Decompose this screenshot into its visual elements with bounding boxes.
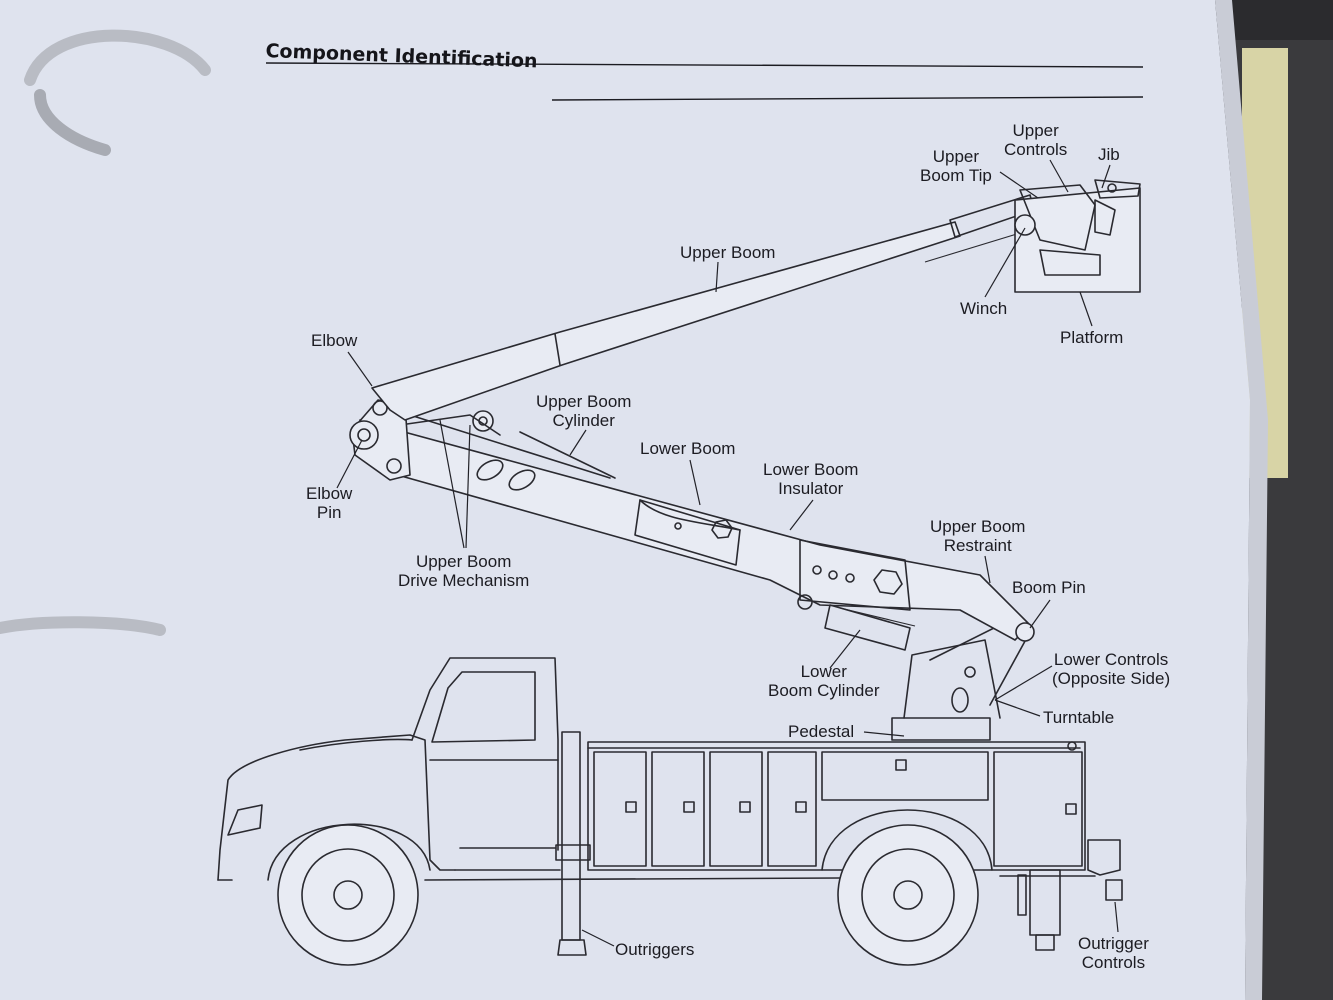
label-platform: Platform bbox=[1060, 328, 1124, 347]
binder-ring-top-lower bbox=[34, 89, 111, 156]
platform-assembly bbox=[1014, 179, 1141, 293]
heading-rule-top bbox=[265, 62, 1144, 68]
heading-rule-bottom bbox=[551, 96, 1144, 101]
leader-lines bbox=[336, 159, 1119, 947]
upper-boom bbox=[371, 194, 1035, 421]
label-jib: Jib bbox=[1098, 145, 1120, 164]
label-winch: Winch bbox=[960, 299, 1008, 318]
label-elbow: Elbow bbox=[311, 331, 358, 350]
label-turntable: Turntable bbox=[1043, 708, 1115, 727]
label-boom-pin: Boom Pin bbox=[1012, 578, 1086, 597]
label-lower-controls: Lower Controls(Opposite Side) bbox=[1052, 650, 1171, 688]
label-pedestal: Pedestal bbox=[788, 722, 855, 741]
label-upper-boom: Upper Boom bbox=[680, 243, 776, 262]
binder-ring-bottom bbox=[0, 616, 166, 636]
binder-ring-top bbox=[24, 29, 211, 86]
elbow-assembly bbox=[349, 399, 411, 481]
label-lower-boom: Lower Boom bbox=[640, 439, 736, 458]
page-edge-stack bbox=[1215, 0, 1268, 1000]
truck bbox=[217, 657, 1123, 966]
lower-boom bbox=[359, 410, 1035, 651]
label-outriggers: Outriggers bbox=[615, 940, 695, 959]
